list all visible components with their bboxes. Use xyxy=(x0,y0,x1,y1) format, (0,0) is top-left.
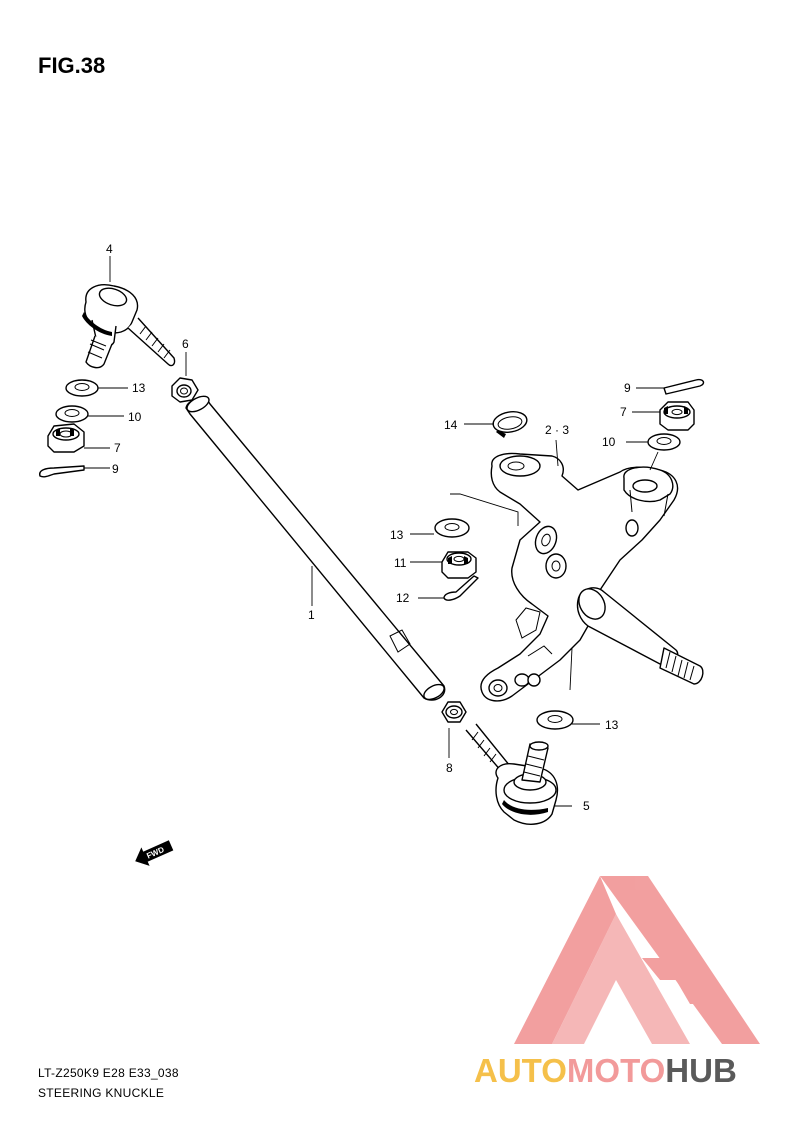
callout-12: 12 xyxy=(396,591,410,605)
callout-2-3: 2 · 3 xyxy=(545,423,569,437)
callout-9-left: 9 xyxy=(112,462,119,476)
callout-numbers: 4 6 13 10 7 9 1 8 5 13 9 7 10 2 · 3 14 1… xyxy=(106,242,631,813)
fwd-label: FWD xyxy=(145,845,166,861)
fwd-arrow-icon: FWD xyxy=(135,840,174,866)
model-code: LT-Z250K9 E28 E33_038 xyxy=(38,1066,179,1080)
callout-13-mid: 13 xyxy=(390,528,404,542)
callout-11: 11 xyxy=(394,556,407,570)
tie-rod-end-left xyxy=(82,284,176,369)
callout-10-right: 10 xyxy=(602,435,616,449)
callout-8: 8 xyxy=(446,761,453,775)
watermark-logo xyxy=(514,876,760,1044)
callout-1: 1 xyxy=(308,608,315,622)
castle-nut-11 xyxy=(441,551,477,579)
callout-10-left: 10 xyxy=(128,410,142,424)
callout-7-right: 7 xyxy=(620,405,627,419)
callout-9-right: 9 xyxy=(624,381,631,395)
tie-rod xyxy=(185,395,446,701)
watermark-auto: AUTO xyxy=(474,1052,567,1089)
castle-nut-7-left xyxy=(47,423,85,453)
tie-rod-end-right xyxy=(465,723,559,825)
washer-10-left xyxy=(55,405,89,423)
figure-title: FIG.38 xyxy=(38,53,105,78)
cotter-pin-9-right xyxy=(663,378,705,395)
watermark-moto: MOTO xyxy=(567,1052,665,1089)
callout-7-left: 7 xyxy=(114,441,121,455)
washer-13-mid xyxy=(434,518,470,538)
callout-6: 6 xyxy=(182,337,189,351)
washer-13-left xyxy=(65,379,99,397)
callout-4: 4 xyxy=(106,242,113,256)
cotter-pin-9-left xyxy=(39,465,85,478)
jam-nut-8 xyxy=(441,701,467,723)
steering-knuckle xyxy=(450,451,704,702)
cotter-pin-12 xyxy=(443,575,479,601)
washer-10-right xyxy=(647,433,681,451)
circlip-14 xyxy=(492,411,528,438)
svg-text:AUTOMOTOHUB: AUTOMOTOHUB xyxy=(474,1052,737,1089)
watermark-text: AUTOMOTOHUB xyxy=(474,1052,737,1089)
watermark-hub: HUB xyxy=(665,1052,737,1089)
leader-lines xyxy=(84,256,664,807)
callout-13-right: 13 xyxy=(605,718,619,732)
callout-14: 14 xyxy=(444,418,458,432)
castle-nut-7-right xyxy=(659,401,695,431)
callout-5: 5 xyxy=(583,799,590,813)
section-title: STEERING KNUCKLE xyxy=(38,1086,164,1100)
washer-13-right xyxy=(536,710,574,730)
callout-13-left: 13 xyxy=(132,381,146,395)
jam-nut-6 xyxy=(171,377,199,403)
